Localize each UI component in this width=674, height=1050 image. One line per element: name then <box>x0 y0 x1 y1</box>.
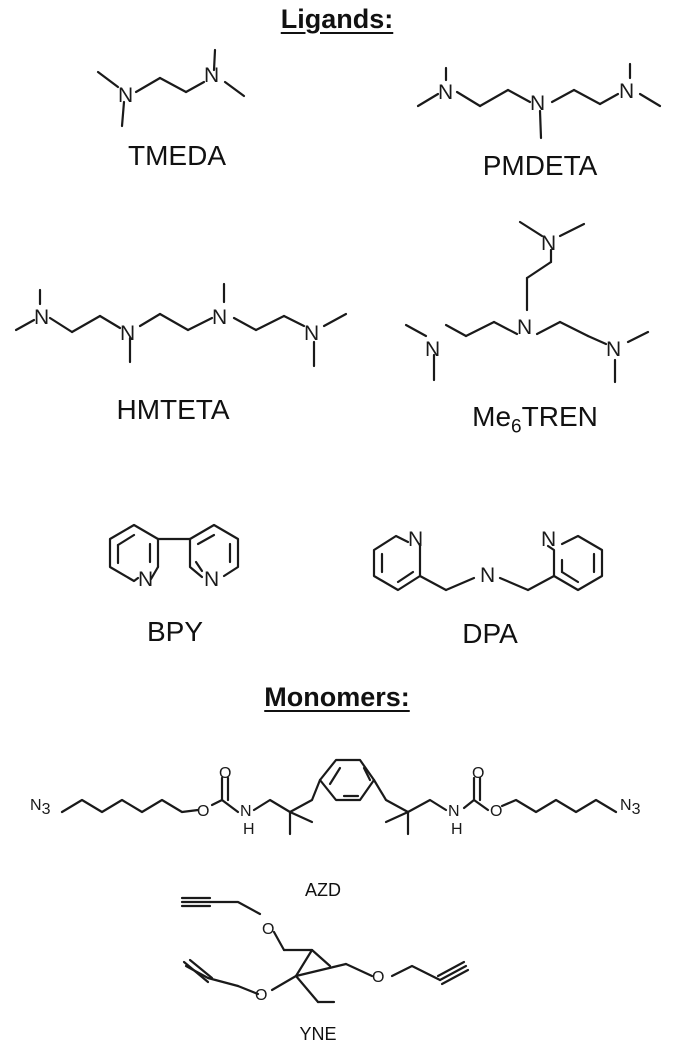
dpa-label: DPA <box>462 618 518 649</box>
bpy-structure: N N <box>108 523 240 591</box>
hmteta-structure: N N N N <box>14 282 348 368</box>
hmteta-n-3: N <box>212 306 227 329</box>
yne-o-3: O <box>255 987 267 1004</box>
pmdeta-label: PMDETA <box>482 150 598 181</box>
azd-n-2: N <box>448 803 460 820</box>
azd-structure: N3 O O N H N H O O N3 <box>30 758 641 838</box>
hmteta-n-1: N <box>34 306 49 329</box>
tmeda-structure: N N <box>96 48 246 128</box>
azd-n-1: N <box>240 803 252 820</box>
dpa-n-amine: N <box>480 564 495 587</box>
azd-label: AZD <box>305 880 341 900</box>
dpa-n-pyridine-1: N <box>408 528 423 551</box>
yne-o-2: O <box>372 969 384 986</box>
me6tren-n-center: N <box>517 316 532 339</box>
me6tren-n-top: N <box>541 232 556 255</box>
hmteta-label: HMTETA <box>116 394 230 425</box>
yne-o-1: O <box>262 921 274 938</box>
dpa-structure: N N N <box>372 528 604 592</box>
azd-h-2: H <box>451 821 463 838</box>
azd-o-carbonyl-2: O <box>472 765 484 782</box>
me6tren-structure: N N N N <box>404 220 650 384</box>
monomers-heading: Monomers: <box>264 682 410 712</box>
pmdeta-structure: N N N <box>416 62 662 140</box>
me6tren-n-right: N <box>606 338 621 361</box>
hmteta-n-4: N <box>304 322 319 345</box>
hmteta-n-2: N <box>120 322 135 345</box>
bpy-n-2: N <box>204 568 219 591</box>
tmeda-n-2: N <box>204 64 219 87</box>
azd-h-1: H <box>243 821 255 838</box>
me6tren-n-left: N <box>425 338 440 361</box>
pmdeta-n-2: N <box>530 92 545 115</box>
pmdeta-n-3: N <box>619 80 634 103</box>
me6tren-label: Me6TREN <box>472 401 598 438</box>
dpa-n-pyridine-2: N <box>541 528 556 551</box>
yne-label: YNE <box>299 1024 337 1044</box>
azd-o-carbonyl-1: O <box>219 765 231 782</box>
bpy-label: BPY <box>146 616 204 647</box>
azd-o-ester-1: O <box>197 803 209 820</box>
yne-structure: O O O <box>180 896 470 1004</box>
tmeda-label: TMEDA <box>128 140 226 171</box>
azd-azide-right: N3 <box>620 797 641 818</box>
azd-o-ester-2: O <box>490 803 502 820</box>
tmeda-n-1: N <box>118 84 133 107</box>
ligands-heading: Ligands: <box>280 4 394 34</box>
pmdeta-n-1: N <box>438 81 453 104</box>
azd-azide-left: N3 <box>30 797 51 818</box>
bpy-n-1: N <box>138 568 153 591</box>
